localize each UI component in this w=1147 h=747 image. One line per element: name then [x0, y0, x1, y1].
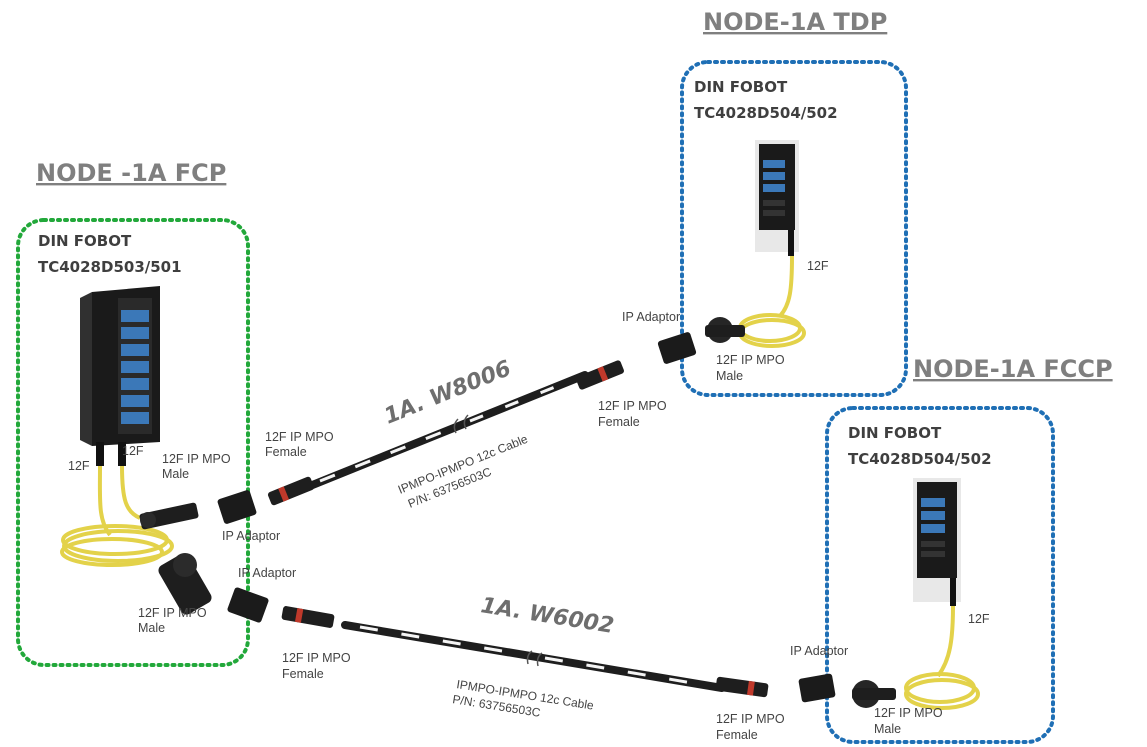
node-tdp-title: NODE-1A TDP — [703, 8, 887, 36]
fccp-male-label-1: 12F IP MPO — [874, 706, 943, 720]
fccp-din-fobot-device — [913, 478, 961, 606]
tdp-male-label-1: 12F IP MPO — [716, 353, 785, 367]
fccp-fiber-label: 12F — [968, 612, 990, 626]
fccp-ip-adaptor — [798, 673, 836, 703]
fcp-male-connector-lower — [158, 553, 212, 615]
tdp-adaptor-label: IP Adaptor — [622, 310, 680, 324]
fcp-female-upper-label-1: 12F IP MPO — [265, 430, 334, 444]
tdp-male-label-2: Male — [716, 369, 743, 383]
tdp-female-label-1: 12F IP MPO — [598, 399, 667, 413]
cable-w6002 — [341, 621, 726, 692]
node-fcp-part-number: TC4028D503/501 — [38, 258, 182, 276]
cable-w8006-name: 1A. W8006 — [381, 356, 515, 429]
tdp-female-label-2: Female — [598, 415, 640, 429]
node-fccp-title: NODE-1A FCCP — [913, 355, 1113, 383]
node-fccp-din-label: DIN FOBOT — [848, 424, 942, 442]
fcp-male-connector-upper — [139, 502, 199, 530]
node-tdp-part-number: TC4028D504/502 — [694, 104, 838, 122]
fcp-male-upper-label-2: Male — [162, 467, 189, 481]
fcp-female-lower-label-1: 12F IP MPO — [282, 651, 351, 665]
node-fcp-title: NODE -1A FCP — [36, 159, 226, 187]
tdp-ip-adaptor — [657, 332, 697, 364]
fccp-male-label-2: Male — [874, 722, 901, 736]
tdp-female-connector — [576, 360, 624, 390]
fccp-male-connector — [852, 680, 896, 708]
node-fcp-boundary — [16, 218, 250, 667]
fcp-male-upper-label-1: 12F IP MPO — [162, 452, 231, 466]
fcp-din-fobot-device — [80, 286, 160, 466]
fccp-female-connector — [715, 676, 769, 698]
fccp-fiber — [904, 605, 980, 710]
node-fcp-din-label: DIN FOBOT — [38, 232, 132, 250]
cable-w6002-name: 1A. W6002 — [479, 593, 616, 639]
fcp-male-lower-label-2: Male — [138, 621, 165, 635]
fcp-male-lower-label-1: 12F IP MPO — [138, 606, 207, 620]
fcp-ip-adaptor-lower — [227, 587, 269, 623]
node-tdp-din-label: DIN FOBOT — [694, 78, 788, 96]
fccp-adaptor-label: IP Adaptor — [790, 644, 848, 658]
fcp-ip-adaptor-upper — [217, 490, 257, 524]
fcp-fiber-label-left: 12F — [68, 459, 90, 473]
fcp-adaptor-lower-label: IP Adaptor — [238, 566, 296, 580]
fcp-fiber-coils — [60, 465, 174, 567]
fccp-female-label-2: Female — [716, 728, 758, 742]
fcp-female-connector-upper — [267, 476, 315, 506]
tdp-fiber-label: 12F — [807, 259, 829, 273]
node-fccp-boundary — [825, 406, 1055, 744]
fcp-female-connector-lower — [281, 606, 335, 628]
node-fccp-part-number: TC4028D504/502 — [848, 450, 992, 468]
fccp-female-label-1: 12F IP MPO — [716, 712, 785, 726]
cable-w8006 — [301, 371, 589, 492]
fcp-fiber-label-right: 12F — [122, 444, 144, 458]
tdp-din-fobot-device — [755, 140, 799, 256]
fcp-female-lower-label-2: Female — [282, 667, 324, 681]
tdp-male-connector — [705, 317, 745, 343]
fcp-female-upper-label-2: Female — [265, 445, 307, 459]
fcp-adaptor-upper-label: IP Adaptor — [222, 529, 280, 543]
node-tdp-boundary — [680, 60, 908, 397]
tdp-fiber — [738, 255, 806, 348]
